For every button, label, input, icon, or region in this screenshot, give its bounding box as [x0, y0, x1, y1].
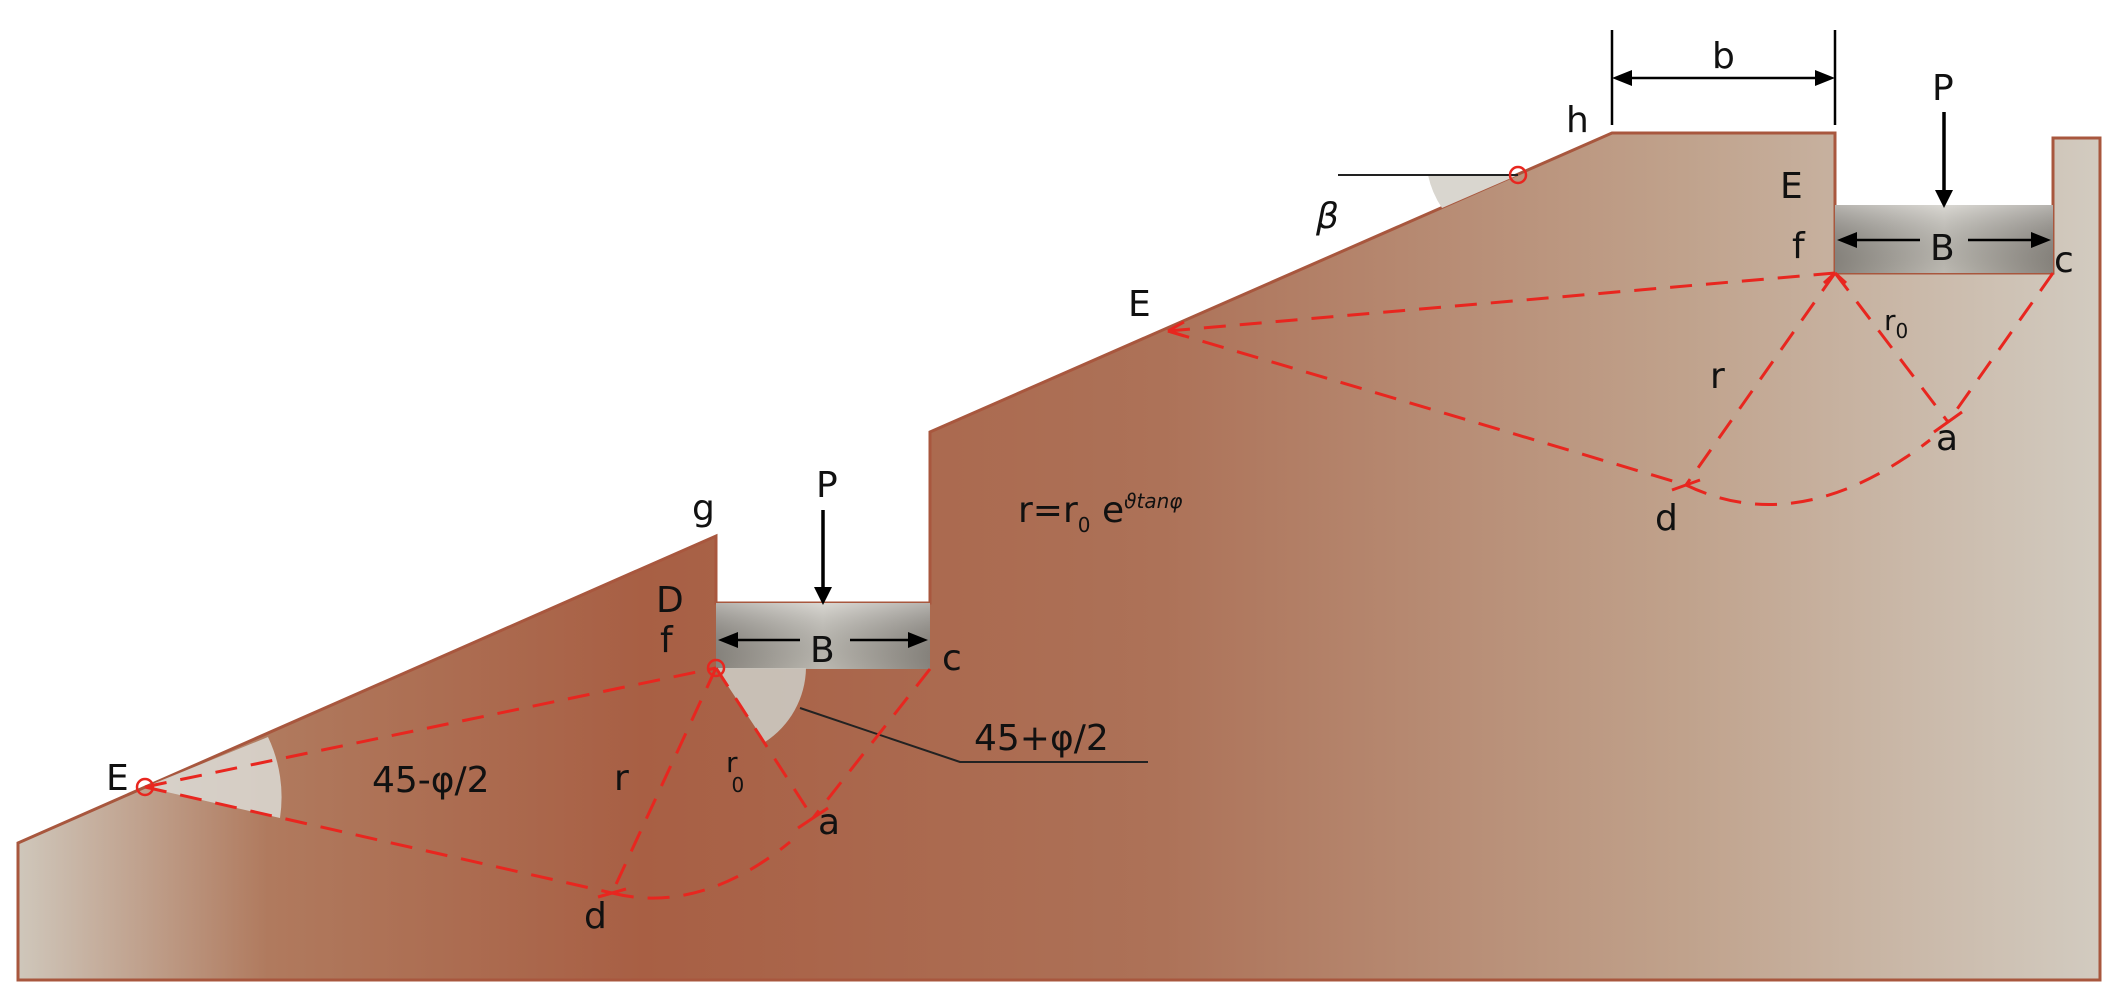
dimension-B-right	[1837, 232, 2051, 248]
label-P-right: P	[1932, 68, 1954, 109]
label-P-left: P	[816, 465, 838, 506]
label-c-left: c	[942, 638, 962, 679]
label-E-right-top: E	[1780, 166, 1803, 207]
label-c-right: c	[2054, 240, 2074, 281]
soil-body	[16, 131, 2102, 982]
label-beta: β	[1315, 196, 1339, 237]
failure-ticks-left	[597, 806, 829, 899]
label-B-right: B	[1930, 228, 1955, 269]
label-g: g	[692, 488, 715, 529]
label-f-left: f	[660, 620, 674, 661]
label-E-mid: E	[1128, 284, 1151, 325]
failure-surface-right	[1167, 271, 2055, 507]
dimension-b	[1610, 30, 1837, 125]
label-d-left: d	[584, 896, 607, 937]
failure-ticks-right	[1167, 271, 1963, 492]
label-angle-45minus: 45-φ/2	[372, 760, 490, 801]
failure-surface-left	[144, 666, 932, 900]
label-b: b	[1712, 36, 1735, 77]
label-angle-45plus: 45+φ/2	[974, 718, 1109, 759]
label-r-right: r	[1710, 356, 1725, 397]
dimension-B-left	[718, 632, 928, 648]
label-a-left: a	[818, 802, 840, 843]
point-E-left	[135, 777, 155, 797]
label-r0-right: r0	[1884, 304, 1908, 343]
label-D: D	[656, 580, 684, 621]
angle-wedge-left-E	[145, 737, 282, 818]
label-r-left: r	[614, 758, 629, 799]
load-arrow-left	[814, 510, 832, 605]
label-B-left: B	[810, 630, 835, 671]
point-beta	[1508, 165, 1528, 185]
angle-wedge-beta	[1428, 175, 1518, 208]
formula-log-spiral: r=r0 eϑtanφ	[1018, 489, 1182, 537]
point-f-left	[706, 658, 726, 678]
load-arrow-right	[1935, 112, 1953, 208]
angle-wedge-left-f	[716, 668, 806, 742]
left-footing	[716, 603, 930, 669]
label-a-right: a	[1936, 418, 1958, 459]
label-h: h	[1566, 100, 1589, 141]
label-E-left: E	[106, 758, 129, 799]
angle-leader-line	[799, 707, 1148, 763]
label-d-right: d	[1655, 498, 1678, 539]
label-f-right: f	[1792, 226, 1806, 267]
